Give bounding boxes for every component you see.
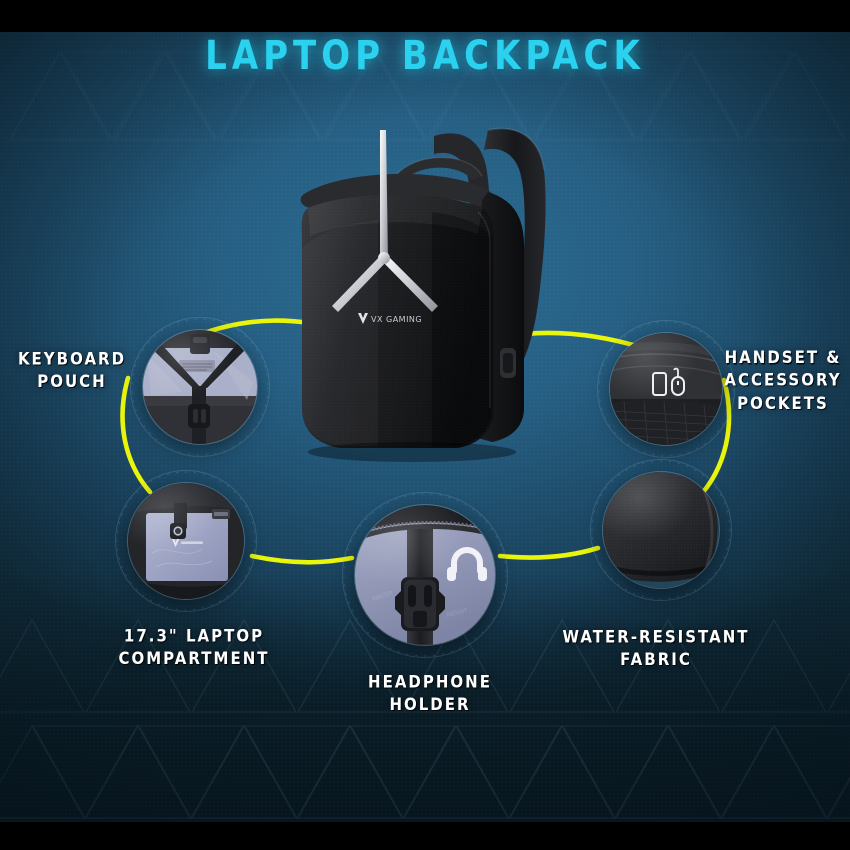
label-line: 17.3" LAPTOP (123, 625, 265, 646)
callout-gloss (610, 333, 722, 445)
body-seam (477, 211, 491, 408)
callout-image-water-resistant-fabric (603, 472, 719, 588)
label-headphone-holder: HEADPHONE HOLDER (330, 671, 530, 716)
callout-ring-ticks (343, 493, 507, 657)
callout-image-headphone-holder: WATER RESIST (355, 505, 495, 645)
label-line: HOLDER (389, 694, 471, 715)
product-shadow (308, 442, 516, 462)
carry-handle (393, 156, 483, 184)
callout-water-resistant-fabric[interactable] (590, 459, 732, 601)
callout-ring (342, 492, 508, 658)
callout-ring-ticks (598, 321, 734, 457)
callout-ring-ticks (116, 471, 256, 611)
body-facet-top (308, 194, 482, 236)
brand-wordmark: VX GAMING (358, 313, 422, 324)
top-bolster (300, 173, 494, 208)
brand-emblem-y (332, 130, 438, 312)
callout-ring (597, 320, 735, 458)
headphone-icon (447, 547, 487, 581)
callout-image-keyboard-pouch (143, 330, 257, 444)
page-title: LAPTOP BACKPACK (205, 32, 645, 80)
label-keyboard-pouch: KEYBOARD POUCH (6, 348, 138, 393)
letterbox-top (0, 0, 850, 32)
label-line: POUCH (37, 371, 107, 392)
callout-gloss (143, 330, 257, 444)
callout-laptop-compartment[interactable] (115, 470, 257, 612)
label-line: ACCESSORY (724, 370, 842, 391)
label-line: WATER-RESISTANT (562, 626, 750, 647)
label-line: POCKETS (737, 392, 829, 413)
label-line: HANDSET & (724, 347, 842, 368)
callout-image-laptop-compartment (128, 483, 244, 599)
brand-logo-small (172, 539, 203, 547)
callout-gloss (355, 505, 495, 645)
svg-text:RESIST: RESIST (446, 608, 469, 619)
callout-image-handset-pockets (610, 333, 722, 445)
label-laptop-compartment: 17.3" LAPTOP COMPARTMENT (72, 625, 316, 670)
label-line: KEYBOARD (17, 348, 127, 369)
usb-port (500, 348, 516, 378)
buckle (395, 577, 445, 631)
label-line: COMPARTMENT (118, 648, 270, 669)
product-image-backpack: VX GAMING (282, 108, 582, 468)
label-line: HEADPHONE (368, 671, 492, 692)
label-handset-accessory-pockets: HANDSET & ACCESSORY POCKETS (718, 346, 848, 414)
callout-ring-ticks (591, 460, 731, 600)
body-facet-left (302, 220, 378, 446)
label-line: FABRIC (620, 649, 692, 670)
callout-ring (590, 459, 732, 601)
phone-icon (652, 372, 667, 396)
letterbox-bottom (0, 822, 850, 850)
callout-ring (115, 470, 257, 612)
mouse-icon (671, 367, 685, 396)
callout-headphone-holder[interactable]: WATER RESIST (342, 492, 508, 658)
callout-gloss (603, 472, 719, 588)
body-facet-right (432, 212, 492, 446)
callout-ring-ticks (131, 318, 269, 456)
callout-gloss (128, 483, 244, 599)
brand-wordmark-text: VX GAMING (371, 315, 422, 324)
callout-keyboard-pouch[interactable] (130, 317, 270, 457)
label-water-resistant-fabric: WATER-RESISTANT FABRIC (531, 626, 781, 671)
callout-handset-accessory-pockets[interactable] (597, 320, 735, 458)
